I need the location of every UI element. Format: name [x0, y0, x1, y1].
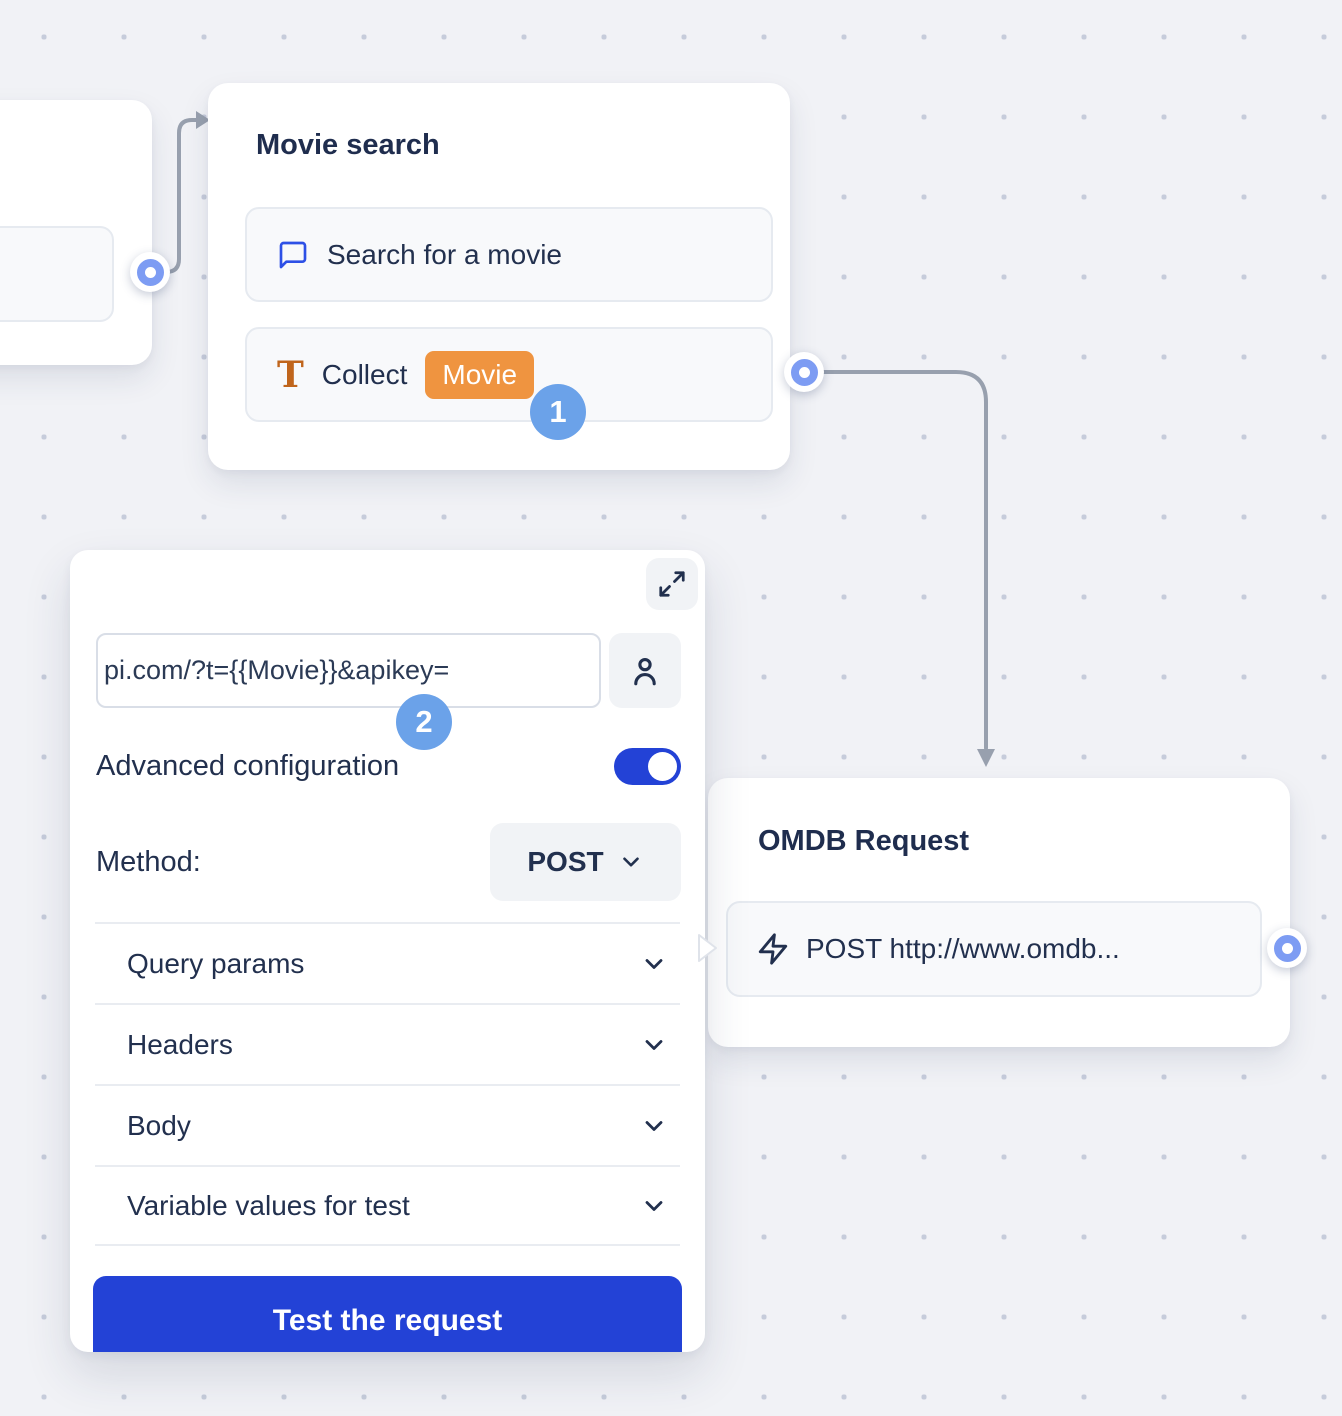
section-label: Body [127, 1109, 191, 1141]
toggle-knob [648, 751, 677, 781]
section-body[interactable]: Body [95, 1084, 680, 1165]
chevron-down-icon [645, 1039, 663, 1050]
method-value: POST [527, 846, 604, 877]
chat-bubble-icon [279, 241, 307, 268]
section-label: Headers [127, 1028, 233, 1060]
expand-button[interactable] [646, 558, 698, 610]
movie-search-node[interactable]: Movie search Search for a movie T Collec… [208, 83, 790, 470]
connector-movie-search-to-omdb [816, 370, 988, 750]
section-headers[interactable]: Headers [95, 1003, 680, 1084]
webhook-editor-panel: Advanced configuration Method: POST Quer… [70, 550, 705, 1352]
variables-button[interactable] [609, 633, 681, 708]
node-title: Movie search [256, 129, 440, 161]
variable-chip-movie[interactable]: Movie [425, 350, 535, 399]
port-ring [136, 258, 164, 286]
step-badge-2: 2 [396, 694, 452, 750]
advanced-configuration-label: Advanced configuration [96, 749, 400, 782]
port-ring [1273, 934, 1301, 962]
omdb-output-port[interactable] [1267, 928, 1307, 968]
node-item-label: Search for a movie [327, 238, 562, 270]
node-item-label: Collect [321, 358, 408, 390]
chevron-down-icon [645, 1120, 663, 1131]
advanced-configuration-toggle[interactable] [614, 747, 681, 785]
person-icon [634, 657, 656, 685]
node-item-omdb-post[interactable]: POST http://www.omdb... [726, 901, 1262, 997]
connector-into-movie-search [150, 118, 198, 274]
node-title: OMDB Request [758, 825, 970, 857]
output-port[interactable] [130, 252, 170, 292]
section-variable-values[interactable]: Variable values for test [95, 1165, 680, 1246]
node-input-notch [698, 934, 717, 962]
test-request-button[interactable]: Test the request [93, 1276, 682, 1352]
port-ring [790, 358, 818, 386]
node-item-collect-movie[interactable]: T Collect Movie [245, 327, 773, 422]
arrowhead-down-icon [977, 749, 995, 767]
node-item-label: POST http://www.omdb... [806, 933, 1120, 964]
chevron-down-icon [645, 1200, 663, 1211]
movie-search-output-port[interactable] [784, 352, 824, 392]
node-item-search-for-movie[interactable]: Search for a movie [245, 207, 773, 302]
method-label: Method: [96, 845, 201, 878]
lightning-icon [758, 933, 788, 965]
test-request-label: Test the request [272, 1304, 503, 1337]
chevron-down-icon [622, 857, 639, 867]
accordion-sections: Query params Headers Body Variable value… [95, 922, 680, 1246]
partial-node-item[interactable] [0, 226, 114, 322]
chevron-down-icon [645, 958, 663, 969]
section-label: Variable values for test [127, 1189, 410, 1221]
url-input[interactable] [96, 633, 601, 708]
expand-icon [659, 571, 685, 597]
text-collect-icon: T [277, 353, 304, 396]
section-label: Query params [127, 947, 305, 979]
section-query-params[interactable]: Query params [95, 922, 680, 1003]
omdb-request-node[interactable]: OMDB Request POST http://www.omdb... [708, 778, 1290, 1047]
method-select[interactable]: POST [490, 823, 681, 901]
partial-node-card[interactable] [0, 100, 152, 365]
step-badge-1: 1 [530, 384, 586, 440]
